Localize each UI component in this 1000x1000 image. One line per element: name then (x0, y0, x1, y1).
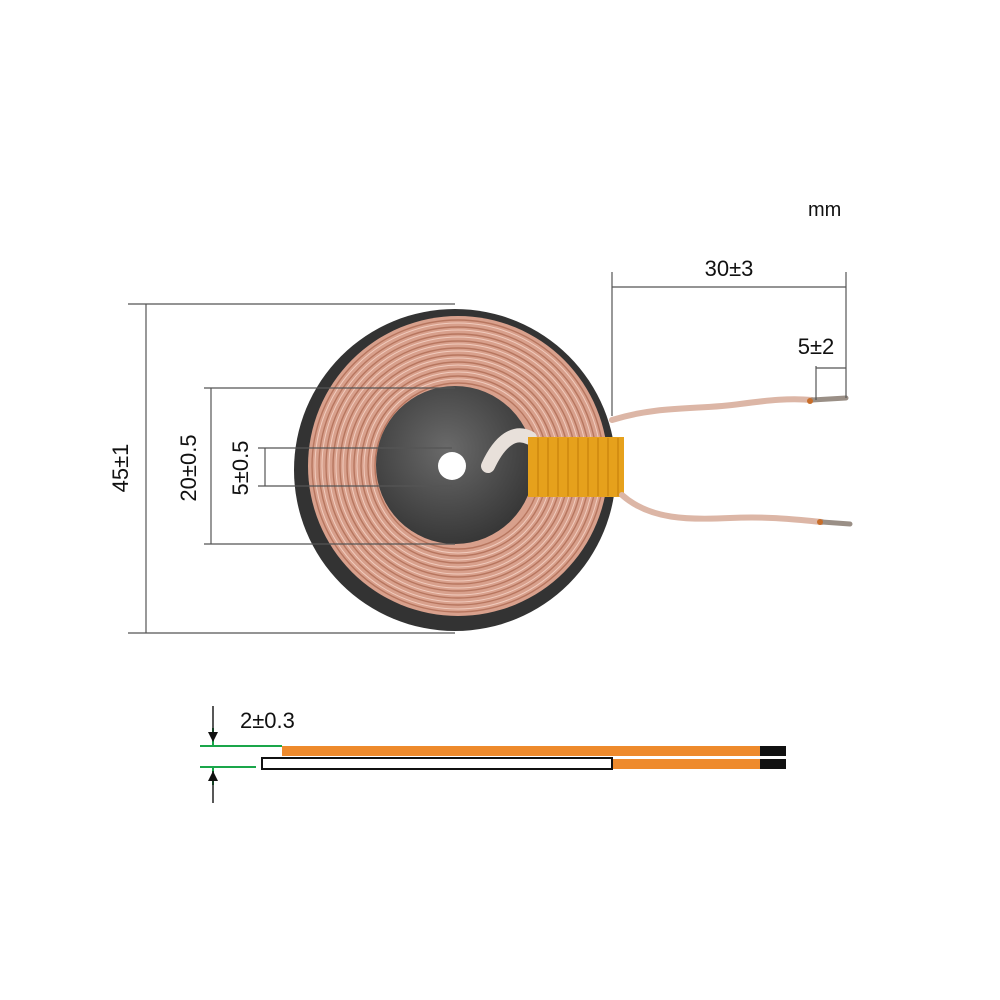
stripped-length-label: 5±2 (798, 334, 835, 359)
side-lead-end-top (760, 746, 786, 756)
unit-label: mm (808, 199, 841, 221)
dimension-stripped-length: 5±2 (798, 334, 846, 400)
lead-wire-top (609, 396, 815, 423)
dimension-thickness: 2±0.3 (200, 706, 295, 803)
inner-diameter-label: 20±0.5 (176, 434, 201, 501)
side-ferrite-layer (261, 757, 613, 770)
dimension-inner-diameter: 20±0.5 (176, 387, 455, 545)
coil-top-view (294, 309, 853, 631)
hole-diameter-label: 5±0.5 (228, 441, 253, 496)
side-top-layer (282, 746, 760, 756)
lead-wire-bottom (619, 492, 825, 525)
inner-lead-wire (481, 428, 537, 473)
kapton-tape (528, 437, 624, 497)
dimension-outer-diameter: 45±1 (108, 303, 455, 634)
side-bottom-layer (612, 759, 760, 769)
outer-diameter-label: 45±1 (108, 444, 133, 493)
lead-tip-bottom (819, 519, 853, 527)
thickness-label: 2±0.3 (240, 708, 295, 733)
lead-tip-top (809, 395, 849, 403)
dimension-hole-diameter: 5±0.5 (228, 441, 452, 496)
lead-length-label: 30±3 (705, 256, 754, 281)
centre-hole (438, 452, 466, 480)
coil-side-view (261, 746, 786, 770)
side-lead-end-bottom (760, 759, 786, 769)
dimension-lead-length: 30±3 (611, 256, 847, 416)
